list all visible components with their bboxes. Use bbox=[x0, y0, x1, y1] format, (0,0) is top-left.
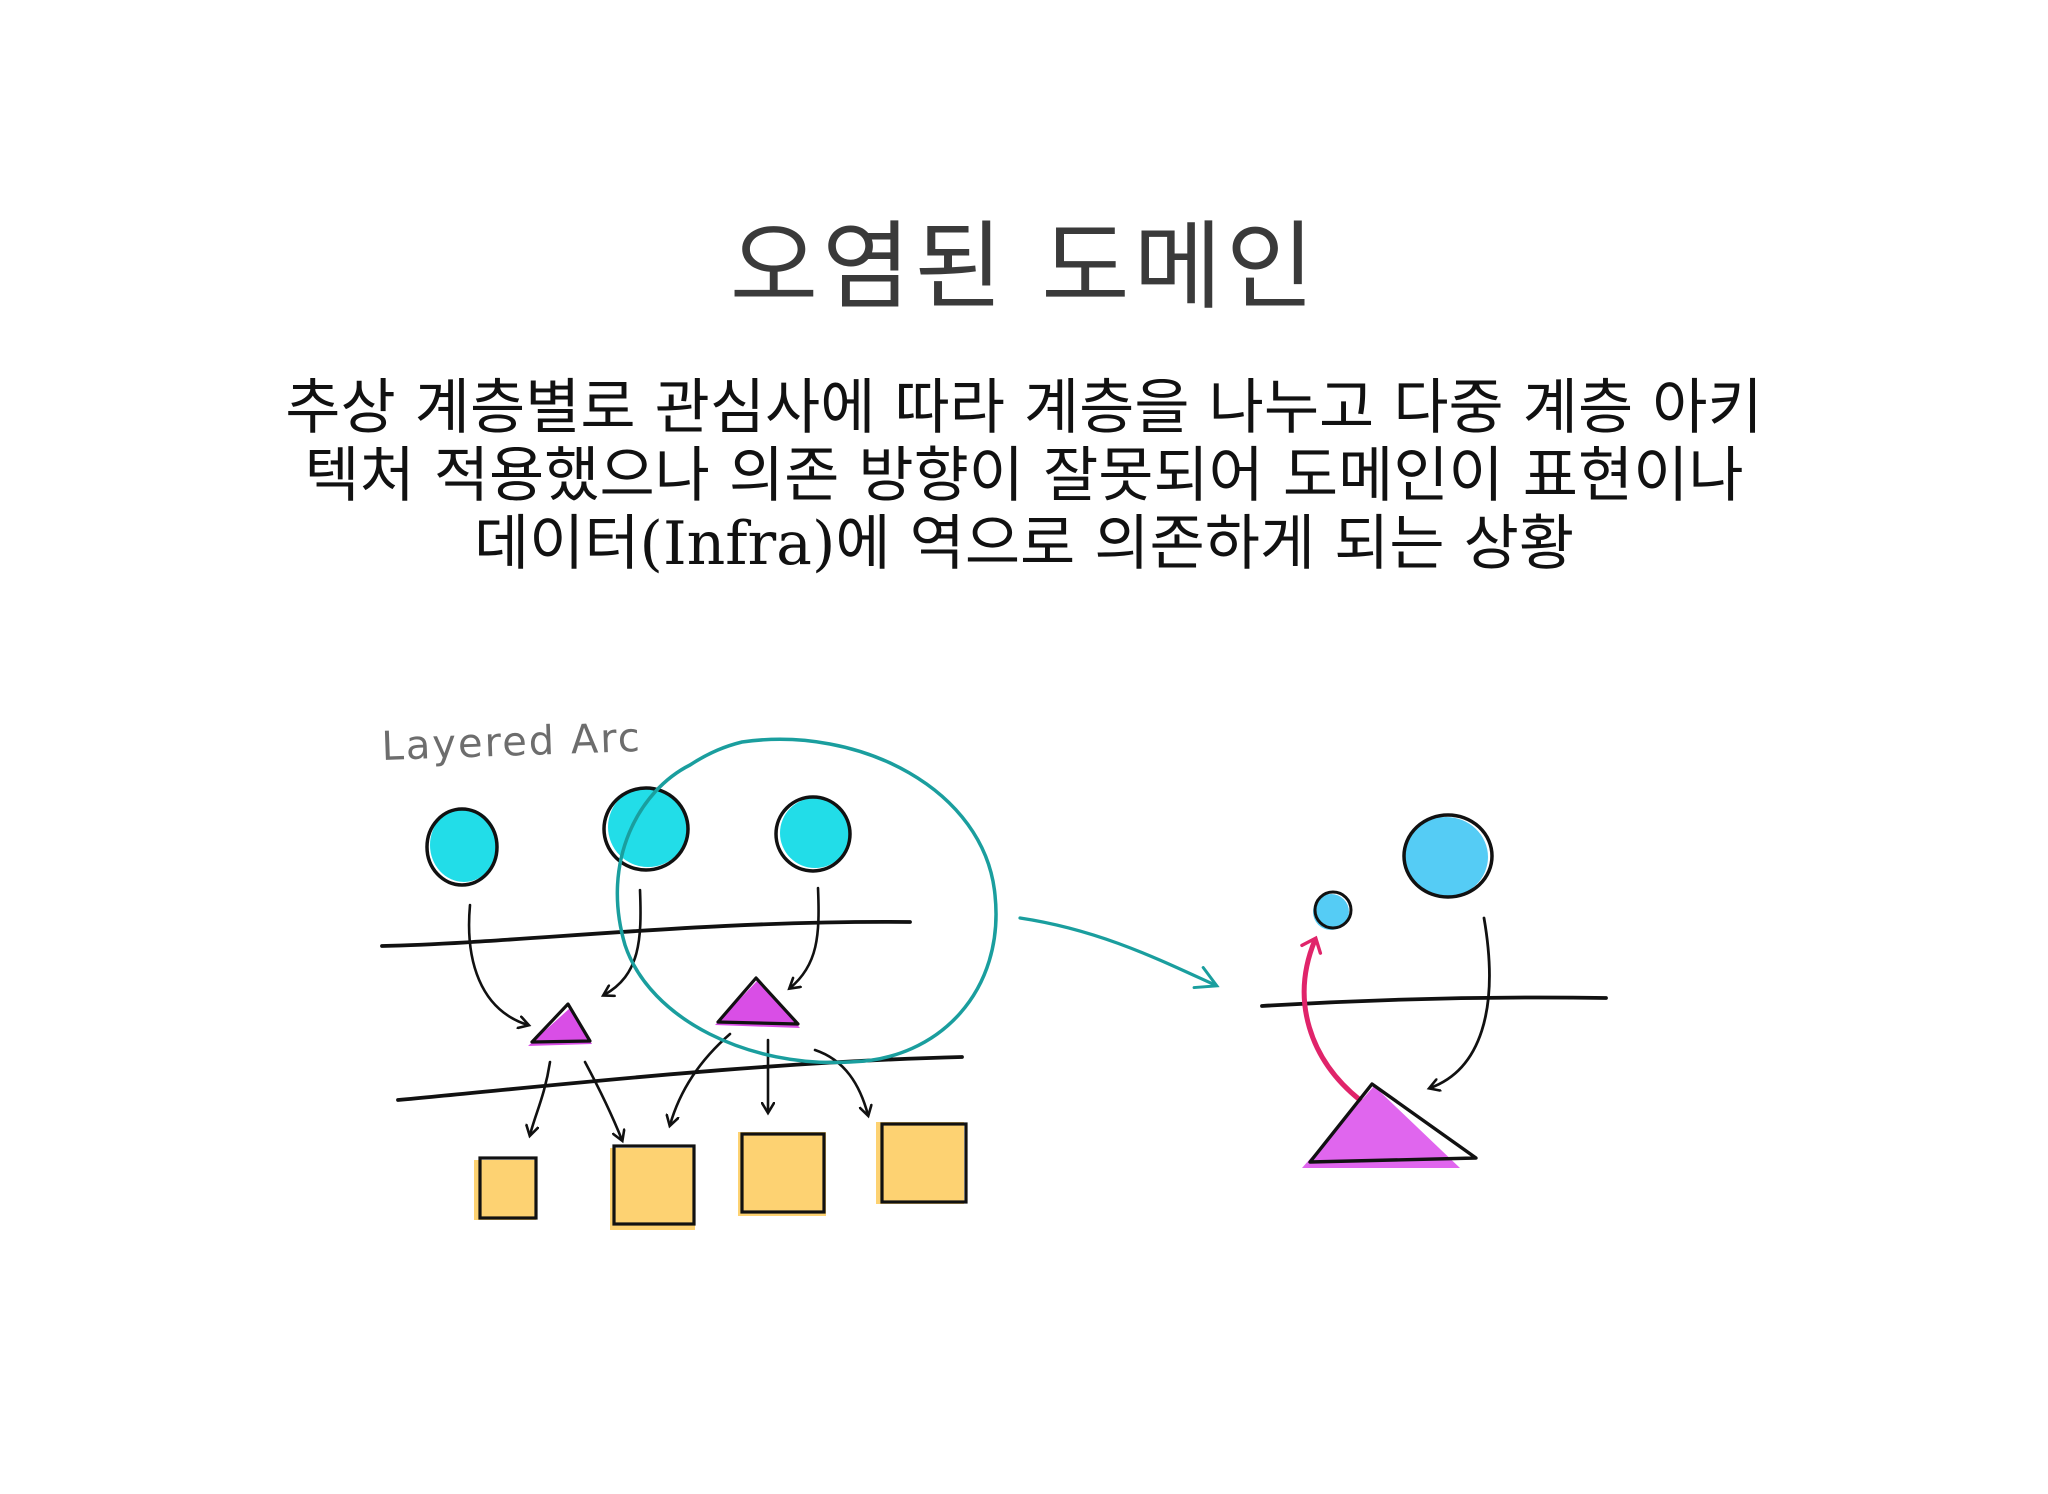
layer-line-bottom bbox=[396, 1055, 964, 1102]
square-node-1 bbox=[474, 1156, 538, 1220]
domain-layer-triangles bbox=[528, 976, 800, 1046]
dependency-arrows-to-infra bbox=[530, 1032, 868, 1140]
arrow-icon bbox=[530, 1060, 552, 1135]
large-circle-node bbox=[1402, 813, 1494, 899]
circle-node-3 bbox=[774, 795, 852, 873]
transition-arrow-icon bbox=[1018, 916, 1220, 990]
circle-node-2 bbox=[602, 786, 690, 872]
highlight-circle bbox=[615, 737, 998, 1065]
circle-node-1 bbox=[425, 807, 499, 887]
infra-layer-squares bbox=[474, 1122, 968, 1230]
zoom-layer-line bbox=[1260, 995, 1608, 1008]
arrow-icon bbox=[583, 1060, 622, 1140]
square-node-3 bbox=[738, 1132, 826, 1216]
description-line-1: 추상 계층별로 관심사에 따라 계층을 나누고 다중 계층 아키 bbox=[285, 373, 1763, 443]
slide-description: 추상 계층별로 관심사에 따라 계층을 나누고 다중 계층 아키 텍처 적용했으… bbox=[100, 374, 1948, 578]
square-node-2 bbox=[610, 1144, 696, 1230]
arrow-icon bbox=[790, 886, 820, 988]
arrow-icon bbox=[813, 1048, 868, 1115]
zoomed-dependency-view bbox=[1260, 813, 1608, 1168]
domain-triangle-node bbox=[1302, 1082, 1478, 1168]
presentation-layer-circles bbox=[425, 786, 852, 887]
description-line-2: 텍처 적용했으나 의존 방향이 잘못되어 도메인이 표현이나 bbox=[304, 441, 1744, 511]
square-node-4 bbox=[876, 1122, 968, 1204]
diagram-label: Layered Arc bbox=[381, 715, 643, 770]
arrow-icon bbox=[670, 1032, 732, 1125]
triangle-node-2 bbox=[715, 976, 800, 1028]
arrow-icon bbox=[604, 888, 642, 995]
description-line-3: 데이터(Infra)에 역으로 의존하게 되는 상황 bbox=[473, 509, 1575, 579]
triangle-node-1 bbox=[528, 1002, 592, 1046]
dependency-arrows-to-domain bbox=[467, 886, 820, 1025]
reverse-dependency-arrow-icon bbox=[1300, 935, 1363, 1103]
slide-title: 오염된 도메인 bbox=[729, 211, 1319, 323]
small-circle-node bbox=[1313, 890, 1353, 930]
arrow-icon bbox=[1430, 916, 1491, 1088]
layer-line-top bbox=[380, 919, 912, 948]
arrow-icon bbox=[467, 903, 528, 1025]
